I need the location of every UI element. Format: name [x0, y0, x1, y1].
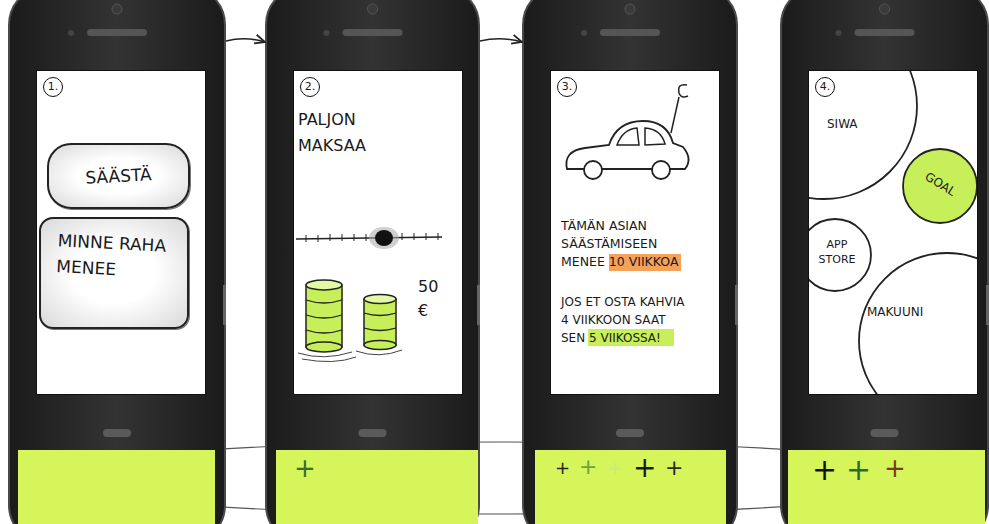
- feedback-mark: +: [555, 456, 570, 479]
- sticky-note: + + + + +: [535, 450, 726, 524]
- place-circle: APP STORE: [808, 217, 873, 293]
- place-circle: SIWA: [808, 70, 919, 201]
- screen-number: 1.: [43, 77, 63, 97]
- feedback-mark: +: [579, 453, 597, 482]
- sticky-note: +++: [788, 450, 985, 524]
- sticky-note: +: [276, 450, 478, 524]
- feedback-mark: +: [665, 454, 683, 483]
- place-circle: MAKUUNI: [857, 251, 978, 395]
- circle-outline: [808, 70, 919, 201]
- sketch-text: APP STORE: [808, 237, 867, 268]
- phone-screen: 4. SIWA GOAL APP STORE MAKUUNI: [808, 70, 978, 395]
- sketch-text: SÄÄSTÄ: [49, 161, 189, 190]
- feedback-mark: +: [294, 452, 316, 486]
- sketch-text: TÄMÄN ASIAN SÄÄSTÄMISEEN MENEE 10 VIIKKO…: [561, 217, 701, 271]
- sketch-text: SIWA: [827, 117, 858, 133]
- phone-screen: 1. SÄÄSTÄ MINNE RAHA MENEE: [36, 70, 206, 395]
- button-box: SÄÄSTÄ: [47, 143, 190, 209]
- sketch-text: MAKUUNI: [867, 305, 923, 321]
- feedback-mark: +: [607, 456, 622, 479]
- phone-frame: 4. SIWA GOAL APP STORE MAKUUNI: [780, 0, 989, 524]
- flow-arrow: [480, 39, 522, 42]
- sketch-text: MINNE RAHA MENEE: [56, 228, 169, 285]
- goal-circle: GOAL: [901, 147, 978, 225]
- feedback-mark: +: [633, 450, 656, 486]
- phone-frame: 1. SÄÄSTÄ MINNE RAHA MENEE: [8, 0, 226, 524]
- sketch-text: 50 €: [418, 275, 446, 323]
- phone-frame: 3. TÄMÄN ASIAN SÄÄSTÄMISEEN MENEE 10 VIIK…: [522, 0, 738, 524]
- flow-arrow: [226, 39, 265, 42]
- screen-number: 3.: [557, 77, 577, 97]
- phone-screen: 2. PALJON MAKSAA 50 €: [293, 70, 463, 395]
- circle-outline: [857, 251, 978, 395]
- phone-screen: 3. TÄMÄN ASIAN SÄÄSTÄMISEEN MENEE 10 VIIK…: [550, 70, 720, 395]
- feedback-mark: +: [884, 452, 906, 486]
- phone-frame: 2. PALJON MAKSAA 50 €: [265, 0, 480, 524]
- feedback-mark: +: [812, 450, 837, 489]
- button-box: MINNE RAHA MENEE: [39, 217, 189, 329]
- sketch-text: JOS ET OSTA KAHVIA 4 VIIKKOON SAAT SEN 5…: [561, 293, 691, 347]
- screen-number: 4.: [815, 77, 835, 97]
- sticky-note: [18, 450, 215, 524]
- screen-number: 2.: [300, 77, 320, 97]
- feedback-mark: +: [846, 450, 871, 489]
- sketch-text: PALJON MAKSAA: [298, 107, 398, 158]
